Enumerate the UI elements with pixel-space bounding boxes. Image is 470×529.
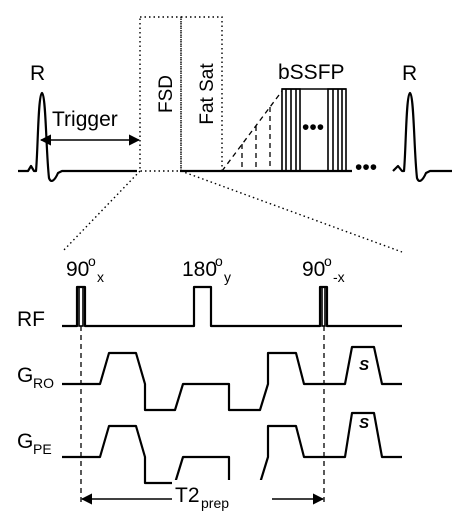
spoiler-label-pe: S bbox=[359, 415, 369, 432]
t2prep-module: 90 o x 180 o y 90 o -x RF G RO G PE S bbox=[17, 253, 402, 511]
rf-pulse-90mx-inner bbox=[321, 286, 326, 327]
bssfp-readout-train bbox=[281, 88, 347, 172]
bssfp-ramp-envelope bbox=[221, 90, 283, 172]
svg-text:T2: T2 bbox=[175, 484, 200, 507]
fat-sat-block bbox=[180, 16, 223, 172]
readout-ellipsis: ••• bbox=[302, 116, 324, 139]
fat-sat-label: Fat Sat bbox=[197, 63, 218, 125]
svg-text:-x: -x bbox=[333, 269, 345, 285]
rf-row-label: RF bbox=[17, 308, 45, 331]
svg-text:180: 180 bbox=[182, 258, 217, 281]
svg-text:PE: PE bbox=[33, 441, 52, 457]
svg-text:G: G bbox=[17, 364, 33, 387]
zoom-line-left bbox=[61, 170, 141, 253]
ecg-r-wave-left bbox=[18, 91, 137, 182]
r-wave-label-left: R bbox=[30, 62, 45, 85]
top-timeline: R R ••• Trigger FSD Fat Sat bSSFP ••• bbox=[18, 16, 452, 253]
trigger-label: Trigger bbox=[52, 108, 118, 131]
pulse-180y-label: 180 o y bbox=[182, 253, 231, 285]
svg-text:90: 90 bbox=[66, 258, 89, 281]
pulse-90x-label: 90 o x bbox=[66, 253, 104, 285]
gro-row-label: G RO bbox=[17, 364, 54, 391]
spoiler-label-ro: S bbox=[359, 357, 369, 374]
svg-text:o: o bbox=[324, 253, 332, 269]
rf-pulse-90x-inner bbox=[78, 286, 84, 327]
fsd-block bbox=[139, 16, 182, 172]
svg-text:o: o bbox=[215, 253, 223, 269]
gpe-row-label: G PE bbox=[17, 430, 52, 457]
svg-text:90: 90 bbox=[302, 258, 325, 281]
trailing-dots: ••• bbox=[355, 156, 377, 179]
gpe-waveform bbox=[62, 411, 402, 485]
pulse-90mx-label: 90 o -x bbox=[302, 253, 345, 285]
svg-text:G: G bbox=[17, 430, 33, 453]
svg-text:prep: prep bbox=[201, 495, 229, 511]
r-wave-label-right: R bbox=[402, 62, 417, 85]
svg-text:y: y bbox=[224, 269, 231, 285]
svg-text:x: x bbox=[97, 269, 104, 285]
rf-waveform bbox=[62, 285, 402, 328]
gro-waveform bbox=[62, 345, 402, 412]
bssfp-label: bSSFP bbox=[278, 61, 345, 84]
t2prep-label: T2 prep bbox=[175, 484, 229, 511]
zoom-line-right bbox=[180, 170, 403, 253]
svg-text:RO: RO bbox=[33, 375, 54, 391]
fsd-label: FSD bbox=[156, 75, 177, 113]
t2prep-label-bg bbox=[172, 480, 272, 508]
svg-text:o: o bbox=[88, 253, 96, 269]
ecg-r-wave-right bbox=[392, 91, 452, 182]
